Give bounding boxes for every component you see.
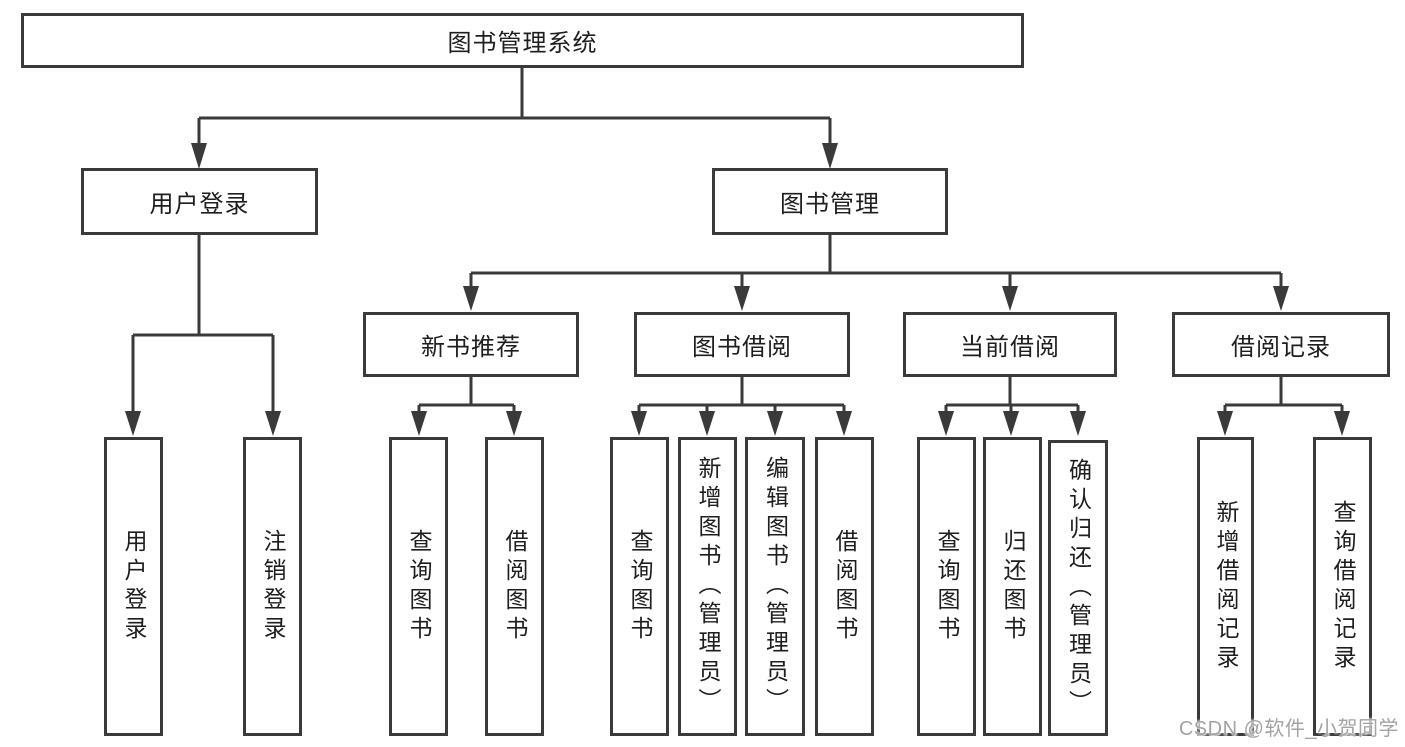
node-book-borrowing: 图书借阅 bbox=[634, 312, 850, 377]
node-new-book-recommendation-label: 新书推荐 bbox=[421, 334, 521, 361]
node-new-book-recommendation: 新书推荐 bbox=[363, 312, 579, 377]
leaf-borrow-books-recommend-label: 借阅图书 bbox=[502, 528, 528, 645]
leaf-confirm-return-admin: 确认归还（管理员） bbox=[1048, 440, 1108, 736]
leaf-logout-label: 注销登录 bbox=[260, 528, 286, 645]
watermark: CSDN @软件_小贺同学 bbox=[1178, 718, 1399, 740]
leaf-return-books-label: 归还图书 bbox=[1000, 528, 1026, 645]
leaf-borrow-books-recommend: 借阅图书 bbox=[485, 437, 544, 736]
leaf-borrow-books-borrowing-label: 借阅图书 bbox=[832, 528, 858, 645]
leaf-logout: 注销登录 bbox=[243, 437, 302, 736]
leaf-query-books-borrowing: 查询图书 bbox=[610, 437, 669, 736]
leaf-query-borrow-record-label: 查询借阅记录 bbox=[1330, 499, 1356, 674]
leaf-add-borrow-record-label: 新增借阅记录 bbox=[1213, 499, 1239, 674]
node-borrowing-records-label: 借阅记录 bbox=[1231, 334, 1331, 361]
leaf-user-login: 用户登录 bbox=[104, 437, 163, 736]
leaf-edit-books-admin: 编辑图书（管理员） bbox=[745, 437, 805, 736]
leaf-query-books-current-label: 查询图书 bbox=[934, 528, 960, 645]
leaf-confirm-return-admin-label: 确认归还（管理员） bbox=[1065, 457, 1092, 719]
node-book-management-label: 图书管理 bbox=[780, 191, 880, 218]
node-root-label: 图书管理系统 bbox=[447, 30, 598, 57]
leaf-user-login-label: 用户登录 bbox=[121, 528, 147, 645]
leaf-query-books-borrowing-label: 查询图书 bbox=[627, 528, 653, 645]
leaf-query-books-current: 查询图书 bbox=[917, 437, 976, 736]
leaf-add-books-admin-label: 新增图书（管理员） bbox=[695, 456, 721, 717]
leaf-edit-books-admin-label: 编辑图书（管理员） bbox=[762, 456, 789, 717]
leaf-query-books-recommend-label: 查询图书 bbox=[406, 528, 432, 645]
node-borrowing-records: 借阅记录 bbox=[1172, 312, 1390, 377]
leaf-add-books-admin: 新增图书（管理员） bbox=[678, 437, 737, 736]
node-book-management: 图书管理 bbox=[712, 168, 948, 235]
node-user-login: 用户登录 bbox=[81, 168, 318, 235]
node-current-borrowing-label: 当前借阅 bbox=[960, 334, 1060, 361]
leaf-borrow-books-borrowing: 借阅图书 bbox=[815, 437, 874, 736]
node-root: 图书管理系统 bbox=[21, 13, 1024, 68]
leaf-query-books-recommend: 查询图书 bbox=[389, 437, 448, 736]
node-current-borrowing: 当前借阅 bbox=[903, 312, 1117, 377]
node-book-borrowing-label: 图书借阅 bbox=[692, 334, 792, 361]
leaf-add-borrow-record: 新增借阅记录 bbox=[1197, 437, 1254, 736]
node-user-login-label: 用户登录 bbox=[149, 191, 250, 218]
leaf-query-borrow-record: 查询借阅记录 bbox=[1313, 437, 1372, 736]
leaf-return-books: 归还图书 bbox=[983, 437, 1042, 736]
